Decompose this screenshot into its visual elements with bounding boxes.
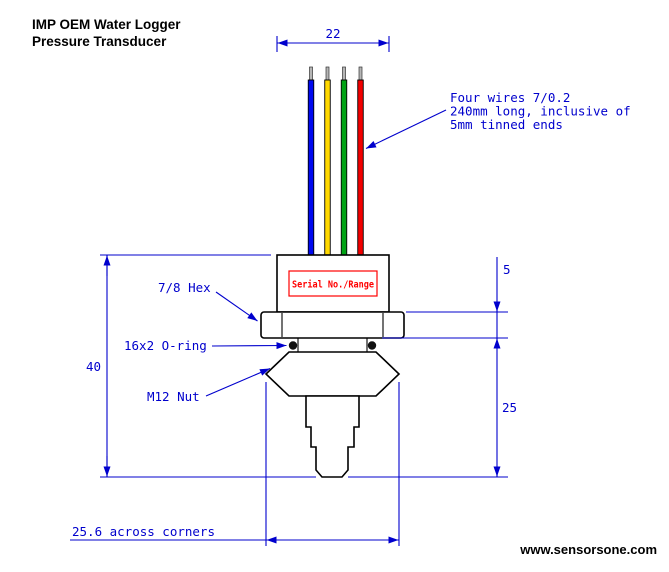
label-hex: 7/8 Hex bbox=[158, 280, 211, 295]
tinned-end-red bbox=[358, 66, 363, 81]
wire-group bbox=[307, 66, 364, 257]
leader-line-nut bbox=[205, 367, 271, 397]
dimension-value-across-corners: 25.6 across corners bbox=[72, 524, 215, 539]
label-oring: 16x2 O-ring bbox=[124, 338, 207, 353]
tinned-end-yellow bbox=[325, 66, 330, 81]
part-label-nut: M12 Nut bbox=[147, 367, 271, 404]
wire-red bbox=[357, 79, 364, 257]
dimension-value-5: 5 bbox=[503, 262, 511, 277]
dimension-across-corners: 25.6 across corners bbox=[70, 382, 400, 546]
oring-section-right bbox=[367, 341, 377, 350]
annotation-line2: 240mm long, inclusive of bbox=[450, 104, 631, 119]
pressure-port bbox=[305, 395, 360, 478]
dimension-top-width: 22 bbox=[276, 26, 390, 52]
serial-label-text: Serial No./Range bbox=[292, 279, 374, 291]
dimension-right-side: 5 25 bbox=[348, 257, 517, 478]
tinned-end-blue bbox=[309, 66, 313, 81]
page-title-line2: Pressure Transducer bbox=[32, 34, 167, 49]
leader-line-oring bbox=[211, 342, 287, 350]
website-text: www.sensorsone.com bbox=[519, 542, 657, 557]
tinned-end-green bbox=[342, 66, 346, 81]
m12-nut bbox=[264, 351, 401, 397]
part-label-oring: 16x2 O-ring bbox=[124, 338, 287, 353]
dimension-value-40: 40 bbox=[86, 359, 101, 374]
annotation-line1: Four wires 7/0.2 bbox=[450, 90, 570, 105]
dimension-value-22: 22 bbox=[325, 26, 340, 41]
leader-line-wires bbox=[365, 109, 447, 149]
page-title-line1: IMP OEM Water Logger bbox=[32, 17, 181, 32]
hex-flange bbox=[260, 311, 405, 339]
leader-line-hex bbox=[215, 291, 258, 322]
wire-green bbox=[340, 79, 348, 257]
wire-blue bbox=[307, 79, 315, 257]
part-label-hex: 7/8 Hex bbox=[158, 280, 258, 322]
label-nut: M12 Nut bbox=[147, 389, 200, 404]
serial-label-box bbox=[288, 270, 378, 297]
dimension-overall-height: 40 bbox=[86, 254, 316, 478]
wire-annotation: Four wires 7/0.2 240mm long, inclusive o… bbox=[365, 90, 631, 149]
annotation-line3: 5mm tinned ends bbox=[450, 117, 563, 132]
dimension-value-25: 25 bbox=[502, 400, 517, 415]
wire-yellow bbox=[324, 79, 331, 257]
oring-section-left bbox=[288, 341, 298, 350]
